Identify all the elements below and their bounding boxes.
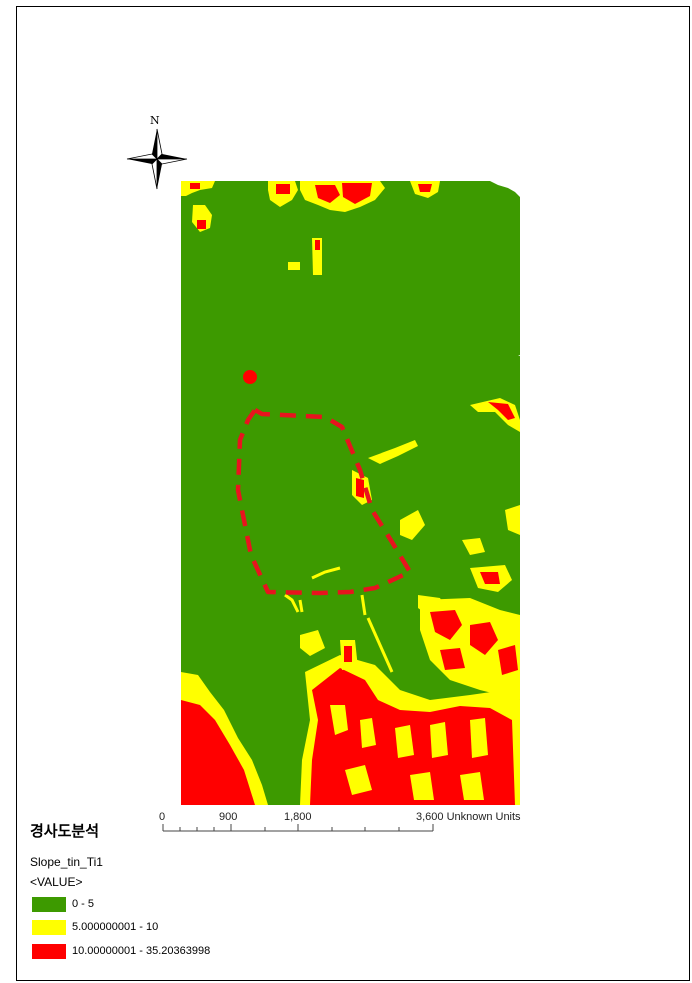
slope-streaks [284, 566, 394, 673]
legend-item-mid: 5.000000001 - 10 [32, 919, 158, 935]
legend-swatch-high [32, 943, 66, 959]
slope-patches-top [181, 181, 440, 275]
legend-field-name: <VALUE> [30, 875, 83, 889]
legend-swatch-mid [32, 919, 66, 935]
scale-label-3600: 3,600 Unknown Units [416, 811, 521, 823]
legend-title: 경사도분석 [30, 822, 100, 840]
slope-patch-dot [243, 370, 257, 384]
legend-layer-name: Slope_tin_Ti1 [30, 855, 103, 869]
slope-patches-bottom-left [181, 672, 268, 805]
legend-item-low: 0 - 5 [32, 896, 94, 912]
legend-swatch-low [32, 896, 66, 912]
slope-patches-bottom-right [300, 598, 520, 805]
scale-label-1800: 1,800 [284, 811, 312, 823]
north-arrow-icon [126, 128, 188, 190]
north-arrow-label: N [150, 114, 160, 127]
legend-item-label: 0 - 5 [72, 898, 95, 910]
study-area-boundary [235, 407, 413, 596]
scale-label-0: 0 [159, 811, 166, 823]
legend-item-high: 10.00000001 - 35.20363998 [32, 943, 210, 959]
legend-item-label: 5.000000001 - 10 [72, 921, 159, 933]
scale-label-900: 900 [219, 811, 238, 823]
legend-item-label: 10.00000001 - 35.20363998 [72, 945, 211, 957]
scale-bar [162, 824, 434, 832]
map-layout-frame [16, 6, 690, 981]
